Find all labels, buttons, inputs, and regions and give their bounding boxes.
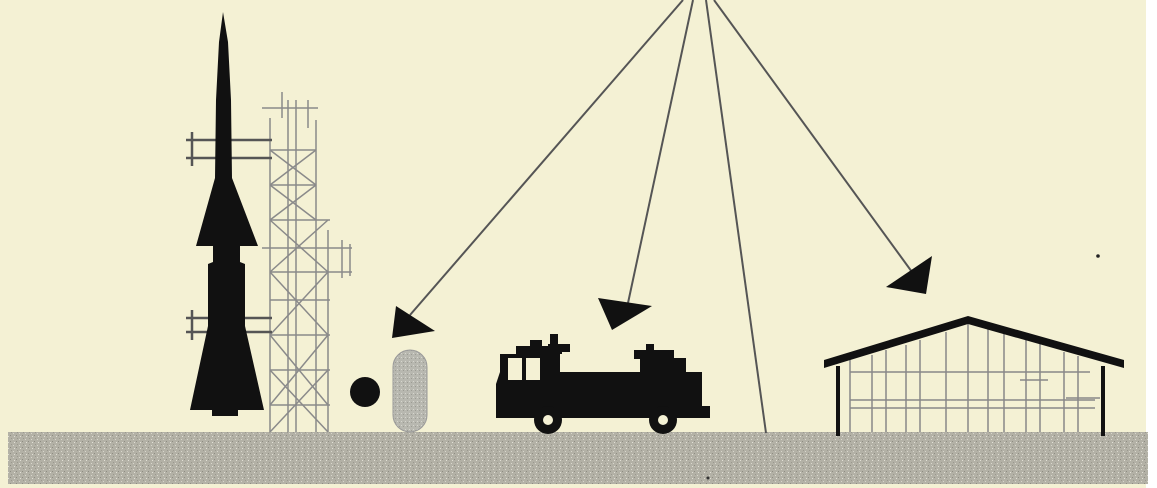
- arrowhead-fire-truck: [598, 298, 652, 330]
- arrows: [409, 0, 913, 434]
- arrow-line-hangar: [713, 0, 913, 273]
- arrowhead-hangar: [886, 256, 932, 294]
- capsule-tank-icon: [392, 349, 428, 433]
- sphere-tank-icon: [350, 377, 380, 407]
- hangar-icon: [824, 316, 1124, 436]
- arrow-line-ground: [705, 0, 767, 434]
- arrow-line-fire-truck: [627, 0, 694, 304]
- arrowheads: [392, 256, 932, 338]
- launch-tower-icon: [262, 92, 352, 433]
- rocket-icon: [186, 12, 272, 416]
- arrowhead-tanks: [392, 306, 435, 338]
- right-edge-strip: [1146, 0, 1157, 488]
- speck: [706, 476, 710, 480]
- speck: [1096, 254, 1100, 258]
- arrow-line-tanks: [409, 0, 684, 316]
- ground: [8, 432, 1148, 484]
- fire-truck-windows: [508, 358, 668, 425]
- fire-truck-icon: [496, 334, 710, 434]
